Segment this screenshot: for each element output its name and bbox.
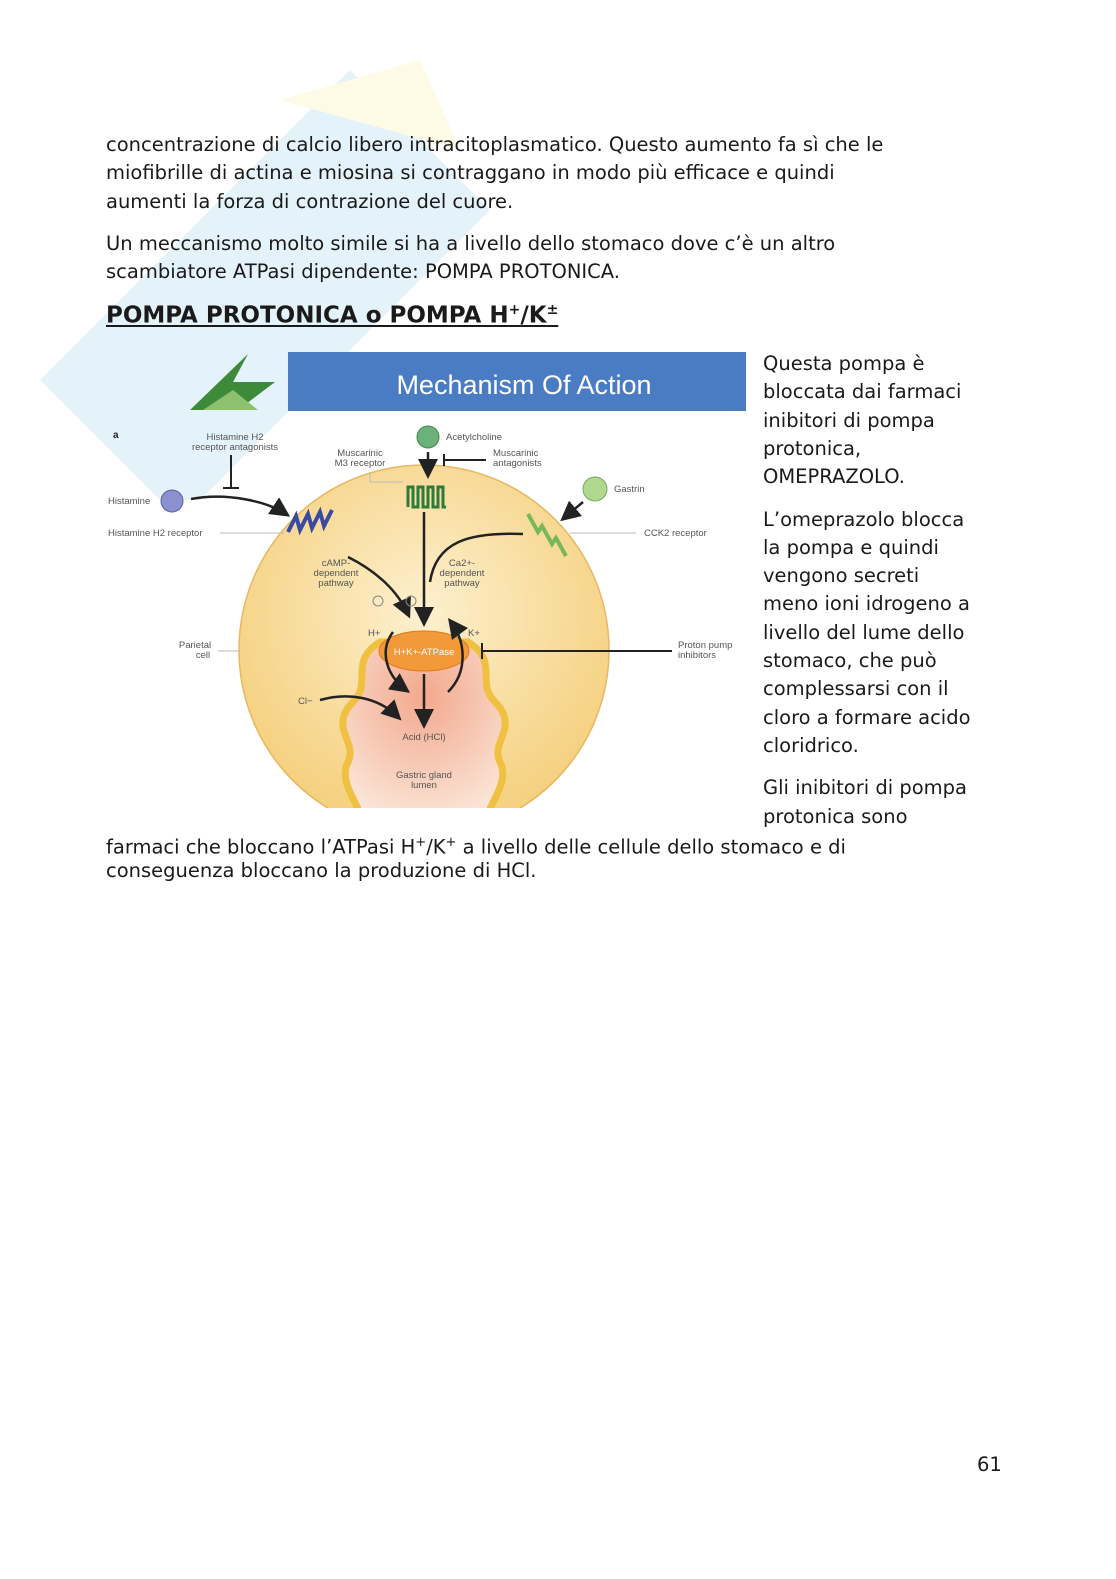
right-column-line: la pompa e quindi xyxy=(763,535,939,559)
right-column-line: cloro a formare acido xyxy=(763,705,971,729)
gastrin-label: Gastrin xyxy=(614,484,645,495)
right-column-line: meno ioni idrogeno a xyxy=(763,592,970,616)
muscarinic-antagonists-label: Muscarinic xyxy=(493,448,539,459)
camp-pathway-label: dependent xyxy=(314,568,359,579)
plus-icon xyxy=(372,595,384,607)
camp-pathway-label: cAMP- xyxy=(322,558,351,569)
parietal-cell-label: Parietal xyxy=(179,640,211,651)
right-column-line: protonica sono xyxy=(763,804,908,828)
m3-receptor-label: Muscarinic xyxy=(337,448,383,459)
right-column-line: L’omeprazolo blocca xyxy=(763,507,965,531)
figure-header-bar xyxy=(288,352,746,411)
page-number: 61 xyxy=(977,1453,1002,1476)
lumen-label: Gastric gland xyxy=(396,770,452,781)
paragraph-line: Un meccanismo molto simile si ha a livel… xyxy=(106,232,836,255)
cck2-receptor-label: CCK2 receptor xyxy=(644,528,707,539)
right-column-line: complessarsi con il xyxy=(763,677,949,701)
right-column-line: Gli inibitori di pompa xyxy=(763,776,967,800)
green-logo-icon xyxy=(190,354,275,410)
right-column-line: Questa pompa è xyxy=(763,352,925,375)
acetylcholine-icon xyxy=(416,425,440,449)
paragraph-line: aumenti la forza di contrazione del cuor… xyxy=(106,190,514,213)
lumen-label: lumen xyxy=(411,780,437,791)
m3-receptor-label: M3 receptor xyxy=(335,458,386,469)
histamine-icon xyxy=(160,489,184,513)
text: farmaci che bloccano l’ATPasi H xyxy=(106,835,416,859)
h2-antagonists-label: Histamine H2 xyxy=(206,432,263,443)
histamine-label: Histamine xyxy=(108,496,150,507)
paragraph-line: farmaci che bloccano l’ATPasi H+/K+ a li… xyxy=(106,829,846,862)
atpase-pump xyxy=(378,630,470,672)
h-ion-label: H+ xyxy=(368,628,381,639)
atpase-label: H+K+-ATPase xyxy=(394,647,455,658)
right-column-line: bloccata dai farmaci xyxy=(763,380,962,404)
h2-antagonists-label: receptor antagonists xyxy=(192,442,278,453)
figure-title: Mechanism Of Action xyxy=(396,370,651,400)
cck2-receptor-icon xyxy=(526,513,568,557)
heading-sup: ± xyxy=(546,302,559,318)
sup: + xyxy=(445,835,457,850)
ca-pathway-label: dependent xyxy=(440,568,485,579)
text: /K xyxy=(426,835,446,859)
acetylcholine-label: Acetylcholine xyxy=(446,432,502,443)
text: a livello delle cellule dello stomaco e … xyxy=(456,835,846,859)
k-ion-label: K+ xyxy=(468,628,480,639)
heading-sup: + xyxy=(508,302,521,318)
section-heading: POMPA PROTONICA o POMPA H+/K± xyxy=(106,302,558,329)
gastrin-icon xyxy=(582,476,608,502)
heading-text: /K xyxy=(520,302,547,329)
camp-pathway-label: pathway xyxy=(318,578,354,589)
h2-receptor-label: Histamine H2 receptor xyxy=(108,528,203,539)
ppi-label: inhibitors xyxy=(678,650,716,661)
ca-pathway-label: pathway xyxy=(444,578,480,589)
right-column-line: protonica, xyxy=(763,436,862,460)
paragraph-line: conseguenza bloccano la produzione di HC… xyxy=(106,859,537,882)
ppi-label: Proton pump xyxy=(678,640,732,651)
right-column-line: OMEPRAZOLO. xyxy=(763,465,905,489)
parietal-cell-label: cell xyxy=(196,650,210,661)
paragraph-line: concentrazione di calcio libero intracit… xyxy=(106,133,884,156)
m3-receptor-icon xyxy=(406,485,446,509)
ca-pathway-label: Ca2+- xyxy=(449,558,475,569)
acid-label: Acid (HCl) xyxy=(402,732,445,743)
cl-ion-label: Cl− xyxy=(298,696,313,707)
plus-icon xyxy=(405,595,417,607)
panel-label: a xyxy=(113,430,119,441)
paragraph-line: scambiatore ATPasi dipendente: POMPA PRO… xyxy=(106,260,620,283)
heading-text: POMPA PROTONICA o POMPA H xyxy=(106,302,509,329)
paragraph-line: miofibrille di actina e miosina si contr… xyxy=(106,161,835,184)
right-column-line: cloridrico. xyxy=(763,733,859,757)
sup: + xyxy=(415,835,427,850)
right-column-line: inibitori di pompa xyxy=(763,408,935,432)
right-column-line: vengono secreti xyxy=(763,564,920,588)
h2-receptor-icon xyxy=(286,506,334,536)
right-column-line: livello del lume dello xyxy=(763,620,965,644)
mechanism-diagram: Mechanism Of Action H+K+-ATPase a Histam… xyxy=(108,352,746,808)
right-column-line: stomaco, che può xyxy=(763,649,937,672)
muscarinic-antagonists-label: antagonists xyxy=(493,458,542,469)
